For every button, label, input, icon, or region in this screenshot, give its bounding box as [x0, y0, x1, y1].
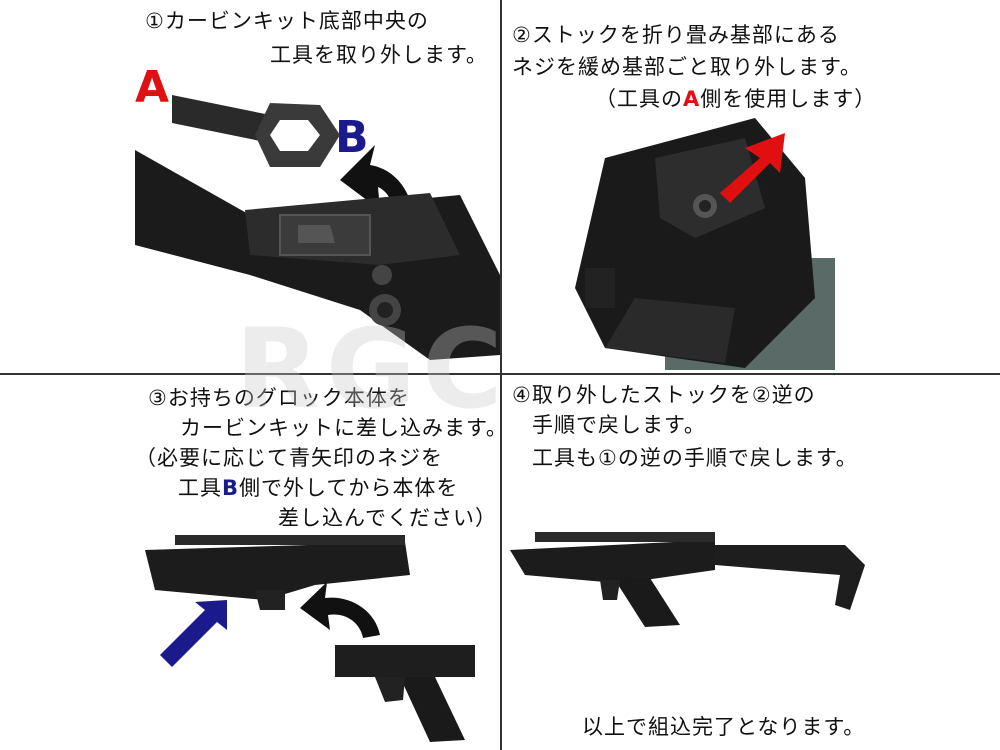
panel1-line1: ①カービンキット底部中央の [145, 9, 429, 33]
carbine-body [135, 150, 500, 360]
panel4-line3: 工具も①の逆の手順で戻します。 [532, 446, 858, 470]
glock-pistol [335, 645, 475, 742]
panel3-line3: （必要に応じて青矢印のネジを [135, 446, 443, 470]
panel2-line2: ネジを緩め基部ごと取り外します。 [512, 55, 862, 79]
tool-side-a-label: A [135, 62, 170, 113]
panel3-line4: 工具B側で外してから本体を [178, 473, 458, 503]
panel3-line1: ③お持ちのグロック本体を [148, 386, 410, 410]
assembled-carbine-photo [510, 532, 865, 627]
panel4-line2: 手順で戻します。 [532, 413, 706, 437]
carbine-insert-photo [145, 535, 475, 742]
panel2-line3-suffix: 側を使用します） [700, 87, 877, 111]
completion-message: 以上で組込完了となります。 [582, 715, 866, 739]
panel1-line2: 工具を取り外します。 [270, 43, 488, 67]
carbine-frame [145, 535, 410, 610]
panel2-line3-prefix: （工具の [595, 87, 683, 111]
horizontal-divider [0, 373, 1000, 375]
tool-side-b-label: B [335, 112, 369, 163]
panel4-line1: ④取り外したストックを②逆の [512, 383, 816, 407]
vertical-divider [500, 0, 502, 750]
blue-arrow-icon [160, 600, 227, 667]
red-arrow-icon [720, 133, 785, 203]
panel2-line3-a: A [683, 87, 701, 111]
panel2-line3: （工具のA側を使用します） [595, 84, 876, 114]
stock-base-photo [575, 118, 835, 370]
panel3-line2: カービンキットに差し込みます。 [180, 416, 508, 440]
panel2-line1: ②ストックを折り畳み基部にある [512, 23, 840, 47]
wrench-tool-icon [172, 95, 340, 167]
carbine-kit-bottom-photo [135, 95, 500, 360]
panel3-line4-suffix: 側で外してから本体を [239, 476, 459, 500]
panel3-line4-b: B [222, 476, 240, 500]
panel3-line5: 差し込んでください） [278, 506, 497, 530]
insert-arrow-icon [300, 582, 380, 638]
panel3-line4-prefix: 工具 [178, 476, 222, 500]
